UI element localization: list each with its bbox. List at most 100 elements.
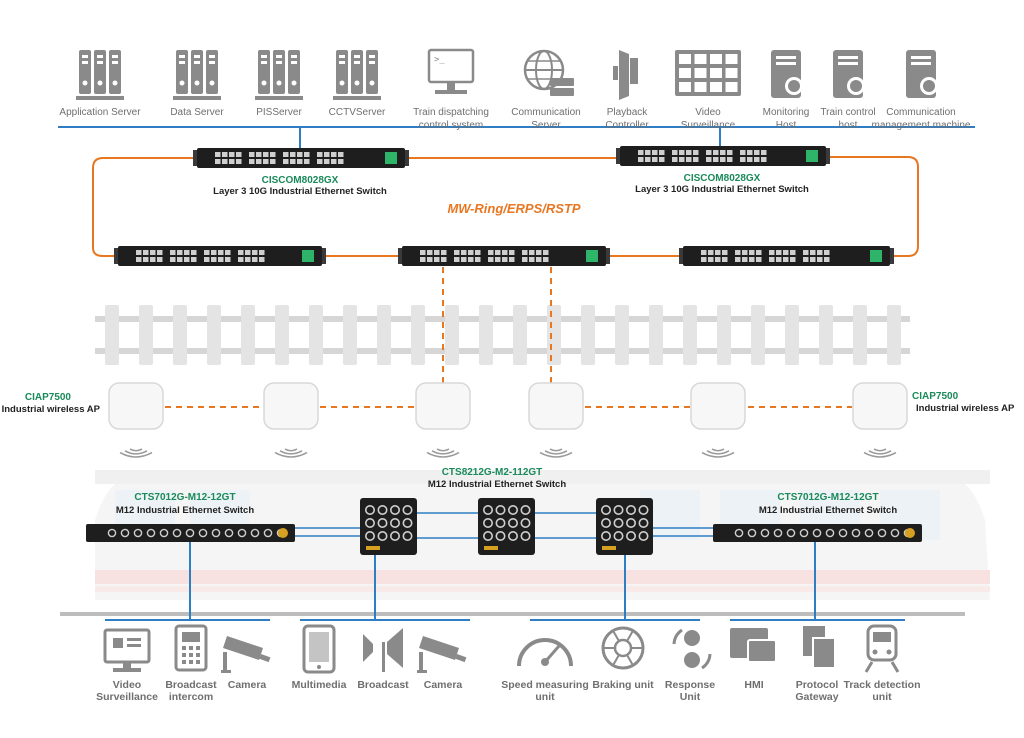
- rail-sleeper: [445, 305, 459, 365]
- train-switch-desc: M12 Industrial Ethernet Switch: [116, 505, 254, 516]
- rail-sleeper: [343, 305, 357, 365]
- rail-sleeper: [479, 305, 493, 365]
- wireless-ap: [690, 382, 746, 458]
- bottom-device-label: Multimedia: [292, 679, 347, 691]
- server-rack-icon: [333, 50, 381, 100]
- bottom-device-label: Response: [665, 679, 715, 691]
- ring-switch-left: [114, 246, 326, 266]
- m12-switch-3: [596, 498, 653, 555]
- core-switch-left: [193, 148, 409, 168]
- wireless-ap: [263, 382, 319, 458]
- rail-sleeper: [751, 305, 765, 365]
- bottom-device-label: Protocol: [796, 679, 839, 691]
- rail-sleeper: [173, 305, 187, 365]
- top-device-label: Monitoring: [763, 107, 810, 118]
- rail-sleeper: [377, 305, 391, 365]
- tablet-icon: [302, 624, 336, 674]
- top-device-label: Playback: [607, 107, 649, 118]
- bottom-device-label: Camera: [424, 679, 463, 691]
- ap-desc: Industrial wireless AP: [916, 403, 1015, 414]
- rail-sleeper: [853, 305, 867, 365]
- rail-sleeper: [105, 305, 119, 365]
- bottom-device-row: VideoSurveillanceBroadcastintercomCamera…: [96, 624, 921, 703]
- rail-sleeper: [785, 305, 799, 365]
- wireless-ap: [528, 382, 584, 458]
- bottom-device-label: Surveillance: [96, 691, 158, 703]
- top-device-label: Communication: [511, 107, 580, 118]
- top-device-label: Host: [776, 120, 797, 131]
- rail-sleeper: [649, 305, 663, 365]
- core-switch-model: CISCOM8028GX: [684, 173, 761, 184]
- rail-sleeper: [819, 305, 833, 365]
- bottom-device-label: unit: [535, 691, 555, 703]
- top-device-label: Train control: [820, 107, 875, 118]
- top-device-label: control system: [419, 120, 483, 131]
- bottom-device-label: Broadcast: [165, 679, 217, 691]
- rail-sleeper: [241, 305, 255, 365]
- bottom-device-label: Speed measuring: [501, 679, 589, 691]
- top-device-label: CCTVServer: [329, 107, 386, 118]
- rail-sleeper: [139, 305, 153, 365]
- bottom-device-label: HMI: [744, 679, 763, 691]
- device-drops: [105, 542, 905, 621]
- rail-sleeper: [513, 305, 527, 365]
- wifi-icon: [426, 448, 460, 458]
- camera-icon: [221, 636, 271, 673]
- bottom-device-label: intercom: [169, 691, 213, 703]
- wireless-ap: [108, 382, 164, 458]
- wifi-icon: [274, 448, 308, 458]
- ring-switch-right: [679, 246, 894, 266]
- train-switch-desc: M12 Industrial Ethernet Switch: [428, 479, 566, 490]
- server-rack-icon: [173, 50, 221, 100]
- rail-sleeper: [207, 305, 221, 365]
- playback-controller-icon: [613, 50, 638, 100]
- rail-bottom: [95, 348, 910, 354]
- camera-icon: [417, 636, 467, 673]
- train-control-host-icon: [833, 50, 865, 98]
- top-device-label: Train dispatching: [413, 107, 489, 118]
- core-switch-desc: Layer 3 10G Industrial Ethernet Switch: [635, 184, 809, 195]
- video-wall-icon: [675, 50, 741, 96]
- server-rack-icon: [255, 50, 303, 100]
- train-switch-model: CTS8212G-M2-112GT: [442, 467, 543, 478]
- top-device-label: management machine: [872, 120, 971, 131]
- monitor-icon: [103, 628, 151, 672]
- rail-sleeper: [581, 305, 595, 365]
- wireless-ap: [852, 382, 908, 458]
- terminal-icon: >_: [427, 48, 475, 94]
- ring-line-left: [92, 157, 195, 257]
- wifi-icon: [119, 448, 153, 458]
- core-switch-desc: Layer 3 10G Industrial Ethernet Switch: [213, 186, 387, 197]
- top-device-label: Video: [695, 107, 721, 118]
- m12-rail-switch-right: [713, 524, 922, 542]
- brake-icon: [601, 626, 645, 670]
- train-switch-model: CTS7012G-M12-12GT: [134, 492, 235, 503]
- top-device-label: Surveillance: [681, 120, 736, 131]
- rail-top: [95, 316, 910, 322]
- svg-text:>_: >_: [434, 55, 445, 65]
- speedometer-icon: [517, 638, 573, 667]
- bottom-device-label: Video: [113, 679, 141, 691]
- bottom-device-label: Unit: [680, 691, 701, 703]
- ring-protocol-label: MW-Ring/ERPS/RSTP: [447, 201, 580, 216]
- bottom-device-label: Gateway: [795, 691, 838, 703]
- m12-switch-1: [360, 498, 417, 555]
- rail-sleeper: [547, 305, 561, 365]
- intercom-icon: [174, 624, 208, 672]
- wifi-icon: [863, 448, 897, 458]
- ap-model: CIAP7500: [912, 391, 959, 402]
- top-device-label: host: [839, 120, 858, 131]
- bottom-device-label: Broadcast: [357, 679, 409, 691]
- rail-sleeper: [411, 305, 425, 365]
- response-icon: [672, 628, 712, 670]
- rail-sleeper: [887, 305, 901, 365]
- rail-sleeper: [309, 305, 323, 365]
- bottom-device-label: Camera: [228, 679, 267, 691]
- train-switch-model: CTS7012G-M12-12GT: [777, 492, 878, 503]
- bottom-device-label: Braking unit: [592, 679, 654, 691]
- bottom-device-label: unit: [872, 691, 892, 703]
- top-device-label: Controller: [605, 120, 649, 131]
- m12-switch-2: [478, 498, 535, 555]
